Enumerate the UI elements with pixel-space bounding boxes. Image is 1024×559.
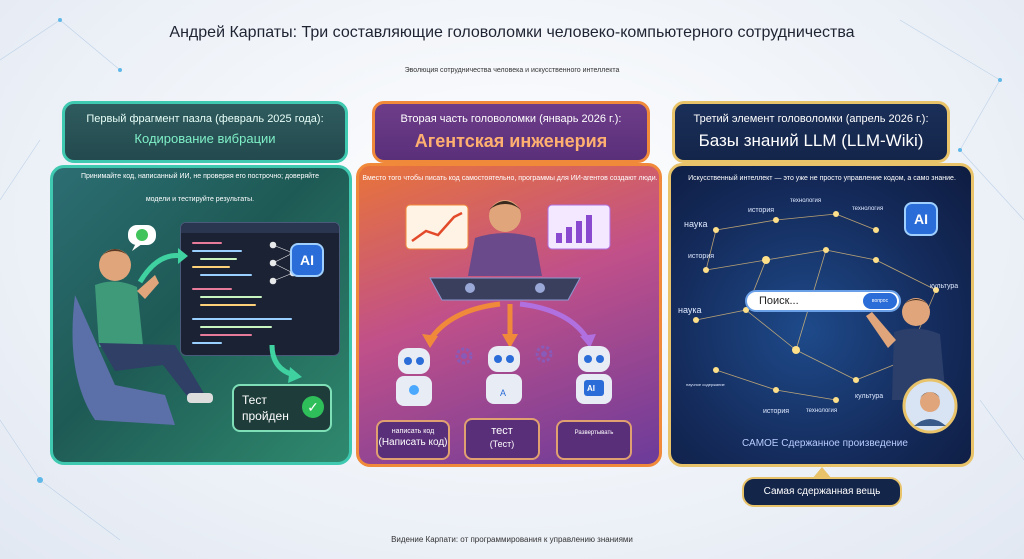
checkmark-icon: ✓ (302, 396, 324, 418)
keyword-scientific-content: научное содержание (686, 382, 725, 387)
piece1-text-line2: модели и тестируйте результаты. (145, 196, 255, 203)
arrow-to-code-icon (137, 248, 188, 284)
test-passed-line2: пройден (242, 409, 289, 423)
piece1-header: Первый фрагмент пазла (февраль 2025 года… (62, 101, 348, 163)
robot-tester-icon (486, 346, 522, 404)
piece2-header: Вторая часть головоломки (январь 2026 г.… (372, 101, 650, 163)
robot-write-code-line1: написать код (391, 428, 435, 435)
piece3-pill-label: Самая сдержанная вещь (742, 477, 902, 507)
piece2-header-line2: Агентская инженерия (414, 131, 608, 151)
pill-pointer (812, 467, 832, 479)
keyword-history: история (688, 253, 715, 260)
piece3-text: Искусственный интеллект — это уже не про… (688, 175, 956, 182)
person-relaxing-illustration (72, 249, 213, 425)
robot-coder-icon (396, 348, 432, 406)
keyword-technology: технология (852, 206, 884, 212)
piece1-header-line2: Кодирование вибрации (134, 131, 276, 146)
robot-tester-badge: A (500, 388, 507, 398)
avatar (902, 378, 958, 434)
robot-test-card: тест (Тест) (464, 418, 540, 460)
test-passed-line1: Тест (242, 393, 267, 407)
gear-icon (535, 345, 553, 363)
piece2-text: Вместо того чтобы писать код самостоятел… (362, 175, 658, 182)
arrow-to-test-icon (269, 344, 302, 383)
robot-write-code-card: написать код (Написать код) (376, 420, 450, 460)
robot-deployer-icon (576, 346, 612, 404)
robot-deploy-card: Развертывать (556, 420, 632, 460)
piece3-header-line1: Третий элемент головоломки (апрель 2026 … (693, 113, 929, 125)
keyword-culture: культура (855, 393, 884, 400)
keyword-science: наука (684, 219, 708, 229)
test-passed-card: Тест пройден ✓ (232, 384, 332, 432)
piece3-header-line2: Базы знаний LLM (LLM-Wiki) (698, 131, 924, 150)
ai-chip-icon: AI (290, 243, 324, 277)
piece2-header-line1: Вторая часть головоломки (январь 2026 г.… (400, 113, 622, 125)
keyword-culture: культура (930, 283, 959, 290)
piece3-bottom-label: САМОЕ Сдержанное произведение (742, 438, 908, 449)
thumbs-up-chat-icon (128, 225, 156, 251)
keyword-technology: технология (806, 408, 838, 414)
piece1-header-line1: Первый фрагмент пазла (февраль 2025 года… (86, 113, 324, 125)
piece3-header: Третий элемент головоломки (апрель 2026 … (672, 101, 950, 163)
robot-deploy-label: Развертывать (574, 430, 614, 436)
search-placeholder: Поиск... (759, 295, 799, 307)
growth-chart-icon-right (547, 204, 611, 250)
keyword-history: история (763, 408, 790, 415)
knowledge-search-box[interactable]: Поиск... вопрос (745, 290, 901, 312)
gear-icon (455, 347, 473, 365)
ai-chip-icon: AI (904, 202, 938, 236)
search-button[interactable]: вопрос (863, 293, 897, 309)
person-at-console-illustration (429, 200, 581, 301)
page-subtitle: Эволюция сотрудничества человека и искус… (404, 67, 620, 74)
keyword-science: наука (678, 305, 702, 315)
robot-test-line2: (Тест) (489, 439, 515, 449)
page-footer: Видение Карпати: от программирования к у… (391, 535, 633, 544)
robot-write-code-line2: (Написать код) (378, 437, 448, 448)
piece1-text-line1: Принимайте код, написанный ИИ, не провер… (80, 173, 320, 180)
keyword-technology: технология (790, 198, 822, 204)
robot-test-line1: тест (491, 425, 513, 437)
growth-chart-icon-left (405, 204, 469, 250)
page-title: Андрей Карпаты: Три составляющие головол… (169, 24, 855, 41)
delegation-arrows (422, 301, 596, 348)
robot-deployer-badge: AI (587, 384, 595, 393)
code-editor-titlebar (181, 223, 339, 233)
keyword-history: история (748, 207, 775, 214)
